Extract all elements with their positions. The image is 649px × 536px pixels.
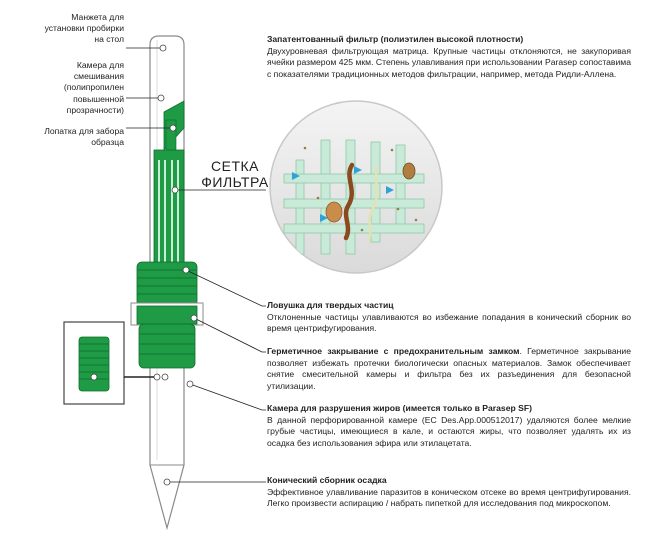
block-fat-chamber-text: В данной перфорированной камере (EC Des.… [267,414,631,448]
block-fat-chamber-title: Камера для разрушения жиров (имеется тол… [267,403,532,413]
block-trap: Ловушка для твердых частиц Отклоненные ч… [267,300,631,335]
sieve-magnified [269,100,443,274]
fat-chamber-inset [63,321,125,405]
block-filter-title: Запатентованный фильтр (полиэтилен высок… [267,34,524,44]
label-mixing-chamber: Камера для смешивания (полипропилен повы… [63,60,124,115]
mixing-chamber [153,149,185,271]
block-filter-text: Двухуровневая фильтрующая матрица. Крупн… [267,45,631,79]
block-cone-text: Эффективное улавливание паразитов в кони… [267,486,631,509]
block-cone-title: Конический сборник осадка [267,475,387,485]
filter-body [130,261,204,381]
block-seal-text: . Герметичное закрывание позволяет избеж… [267,346,631,391]
block-trap-text: Отклоненные частицы улавливаются во избе… [267,311,631,334]
block-filter: Запатентованный фильтр (полиэтилен высок… [267,34,631,80]
label-cap: Манжета для установки пробирки на стол [44,12,124,45]
block-cone: Конический сборник осадка Эффективное ул… [267,475,631,510]
sieve-label: СЕТКА ФИЛЬТРА [201,158,269,190]
block-seal: Герметичное закрывание с предохранительн… [267,346,631,392]
block-seal-title: Герметичное закрывание с предохранительн… [267,346,520,356]
block-fat-chamber: Камера для разрушения жиров (имеется тол… [267,403,631,449]
label-spatula: Лопатка для забора образца [44,126,124,148]
block-trap-title: Ловушка для твердых частиц [267,300,394,310]
